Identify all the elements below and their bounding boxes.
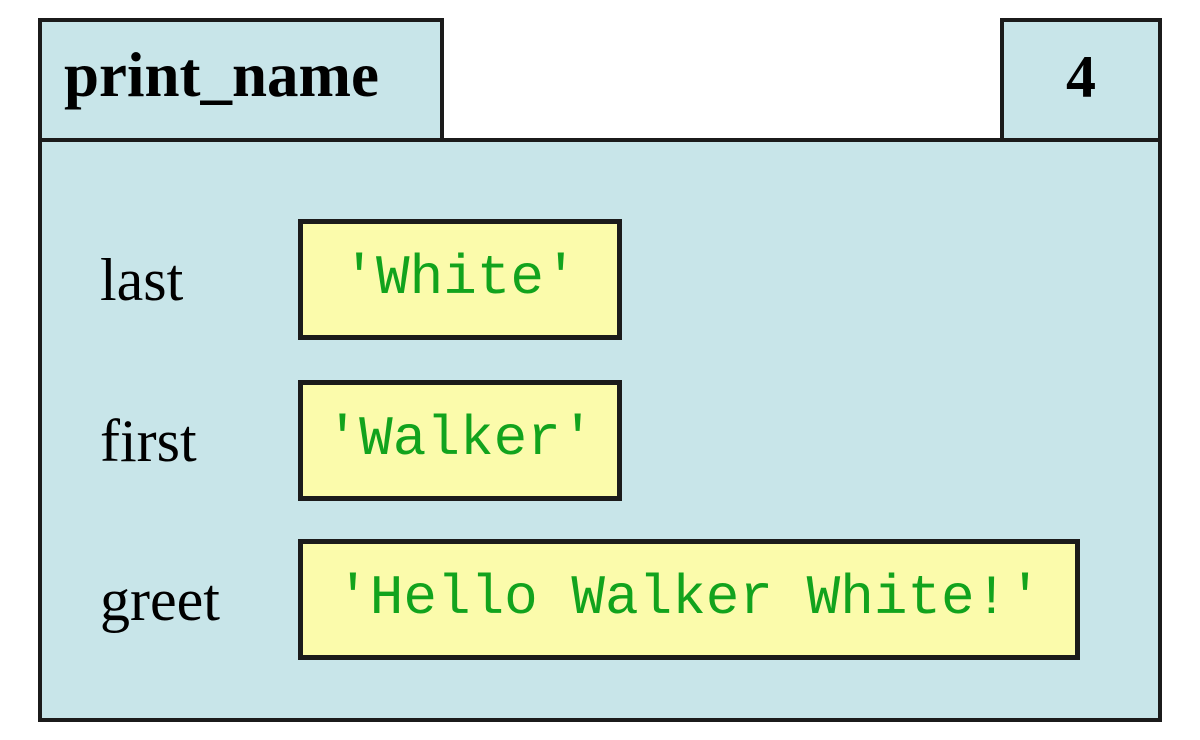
line-number-box: 4 bbox=[1000, 18, 1162, 142]
line-number: 4 bbox=[1066, 44, 1096, 110]
function-name: print_name bbox=[64, 39, 379, 110]
variable-value-greet: 'Hello Walker White!' bbox=[336, 565, 1042, 630]
variable-value-last: 'White' bbox=[342, 245, 578, 310]
frame-function-tab: print_name bbox=[38, 18, 444, 142]
variable-value-first: 'Walker' bbox=[325, 406, 595, 471]
value-box-first: 'Walker' bbox=[298, 380, 622, 501]
value-box-last: 'White' bbox=[298, 219, 622, 340]
variable-name-greet: greet bbox=[100, 566, 220, 633]
variable-name-first: first bbox=[100, 407, 197, 474]
value-box-greet: 'Hello Walker White!' bbox=[298, 539, 1080, 660]
variable-name-last: last bbox=[100, 246, 184, 313]
